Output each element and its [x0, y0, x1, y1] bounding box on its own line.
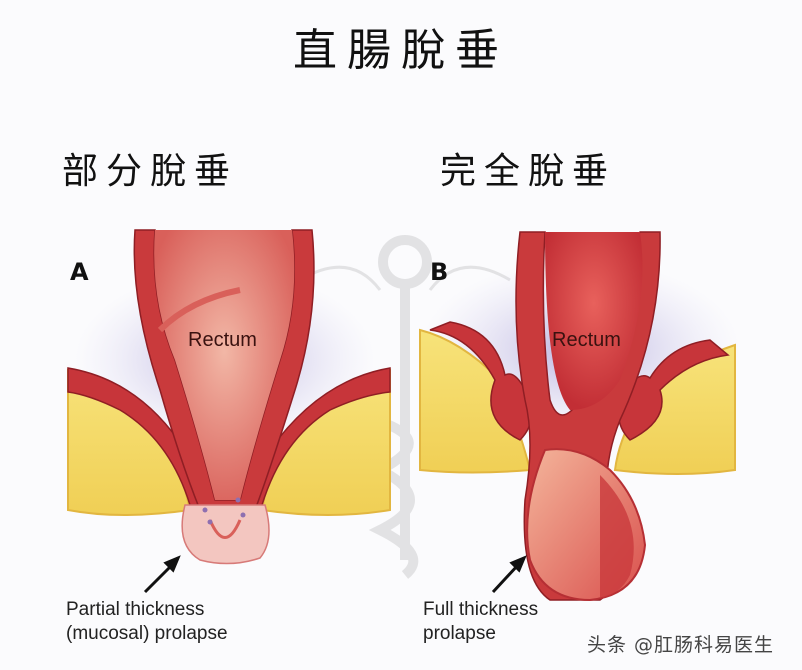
panel-b-diagram: Rectum: [419, 231, 740, 602]
caption-line: Partial thickness: [66, 599, 205, 620]
caption-full-prolapse: Full thickness prolapse: [423, 598, 538, 646]
panel-letter-a: A: [70, 258, 89, 286]
page-title: 直腸脫垂: [293, 25, 509, 76]
source-watermark: 头条 @肛肠科易医生: [586, 634, 774, 656]
heading-partial-prolapse: 部分脫垂: [62, 151, 239, 192]
panel-a-diagram: Rectum: [67, 229, 391, 594]
arrow-icon: [491, 555, 527, 594]
arrow-icon: [143, 555, 181, 594]
caption-line: (mucosal) prolapse: [66, 623, 228, 644]
rectum-label-a: Rectum: [188, 329, 257, 351]
caption-line: prolapse: [423, 623, 496, 644]
caption-partial-prolapse: Partial thickness (mucosal) prolapse: [66, 598, 228, 646]
caption-line: Full thickness: [423, 599, 539, 620]
rectum-label-b: Rectum: [552, 329, 621, 351]
panel-letter-b: B: [430, 258, 449, 286]
heading-full-prolapse: 完全脫垂: [440, 151, 617, 192]
